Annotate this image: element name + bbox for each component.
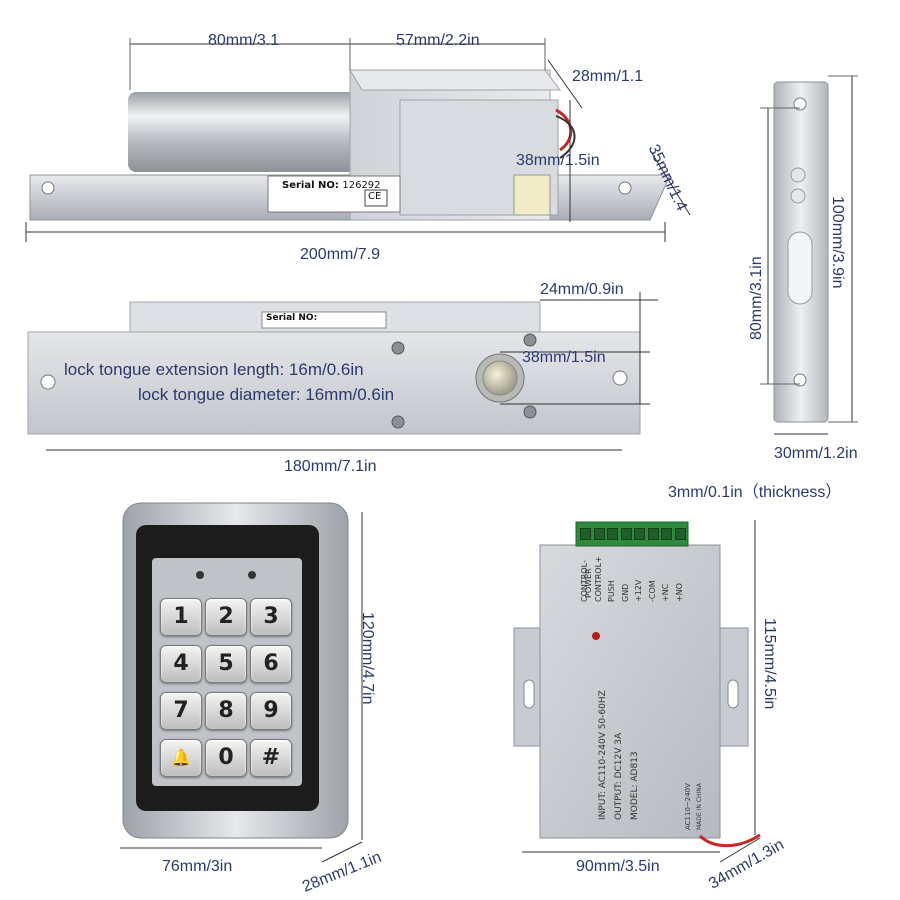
dim-block-width: 57mm/2.2in <box>396 32 480 49</box>
thickness-note: 3mm/0.1in（thickness） <box>668 484 842 501</box>
dim-hole-spacing: 80mm/3.1in <box>748 256 765 340</box>
dim-psu-width: 90mm/3.5in <box>576 858 660 875</box>
ce-mark: CE <box>368 191 382 202</box>
dim-block-height: 38mm/1.5in <box>516 152 600 169</box>
tongue-diameter-note: lock tongue diameter: 16mm/0.6in <box>138 385 395 404</box>
key-5: 5 <box>205 645 247 683</box>
psu-input-spec: INPUT: AC110-240V 50-60HZ <box>598 690 608 820</box>
dim-tongue-height: 38mm/1.5in <box>522 349 606 366</box>
key-7: 7 <box>160 692 202 730</box>
psu-side-origin: MADE IN CHINA <box>696 783 703 830</box>
terminal-screw <box>607 528 618 540</box>
terminal-label: +NO <box>674 583 684 602</box>
psu-model: MODEL: AD813 <box>630 751 640 820</box>
key-6: 6 <box>250 645 292 683</box>
terminal-screw <box>674 528 686 540</box>
key-9: 9 <box>250 692 292 730</box>
key-2: 2 <box>205 598 247 636</box>
dim-tongue-offset: 24mm/0.9in <box>540 281 624 298</box>
key-bell: 🔔 <box>160 739 202 777</box>
front-serial-label: Serial NO: <box>266 313 318 323</box>
key-1: 1 <box>160 598 202 636</box>
dim-block-depth: 28mm/1.1 <box>572 68 644 85</box>
dim-front-length: 180mm/7.1in <box>284 458 377 475</box>
terminal-label: CONTROL+ <box>593 556 603 602</box>
power-led-label: POWER <box>584 568 593 598</box>
dim-keypad-width: 76mm/3in <box>162 858 233 875</box>
psu-side-voltage: AC110~240V <box>684 783 692 830</box>
lock-top-view <box>25 38 691 242</box>
dim-plate-width: 30mm/1.2in <box>774 445 858 462</box>
terminal-screw <box>661 528 672 540</box>
terminal-label: +12V <box>634 579 643 602</box>
terminal-label: -COM <box>647 580 657 602</box>
terminal-screw <box>593 528 605 540</box>
tongue-extension-note: lock tongue extension length: 16m/0.6in <box>64 360 364 379</box>
key-4: 4 <box>160 645 202 683</box>
terminal-screw <box>580 528 591 540</box>
power-supply-view <box>513 520 761 863</box>
terminal-label: PUSH <box>607 580 616 602</box>
serial-number-label: Serial NO: 126292 <box>282 180 381 191</box>
dim-keypad-height: 120mm/4.7in <box>359 612 376 705</box>
dim-body-width: 80mm/3.1 <box>208 32 280 49</box>
key-8: 8 <box>205 692 247 730</box>
key-0: 0 <box>205 739 247 777</box>
lock-front-view <box>27 292 658 451</box>
strike-plate-view <box>760 75 858 435</box>
terminal-screw <box>634 528 645 540</box>
key-3: 3 <box>250 598 292 636</box>
key-hash: # <box>250 739 292 777</box>
terminal-screw <box>647 528 659 540</box>
terminal-screw <box>620 528 632 540</box>
dim-psu-height: 115mm/4.5in <box>761 618 778 710</box>
dim-plate-height-strike: 100mm/3.9in <box>829 196 846 289</box>
dim-total-length: 200mm/7.9 <box>300 246 381 263</box>
psu-output-spec: OUTPUT: DC12V 3A <box>614 732 624 820</box>
terminal-label: +NC <box>661 583 670 602</box>
terminal-label: GND <box>620 583 630 602</box>
